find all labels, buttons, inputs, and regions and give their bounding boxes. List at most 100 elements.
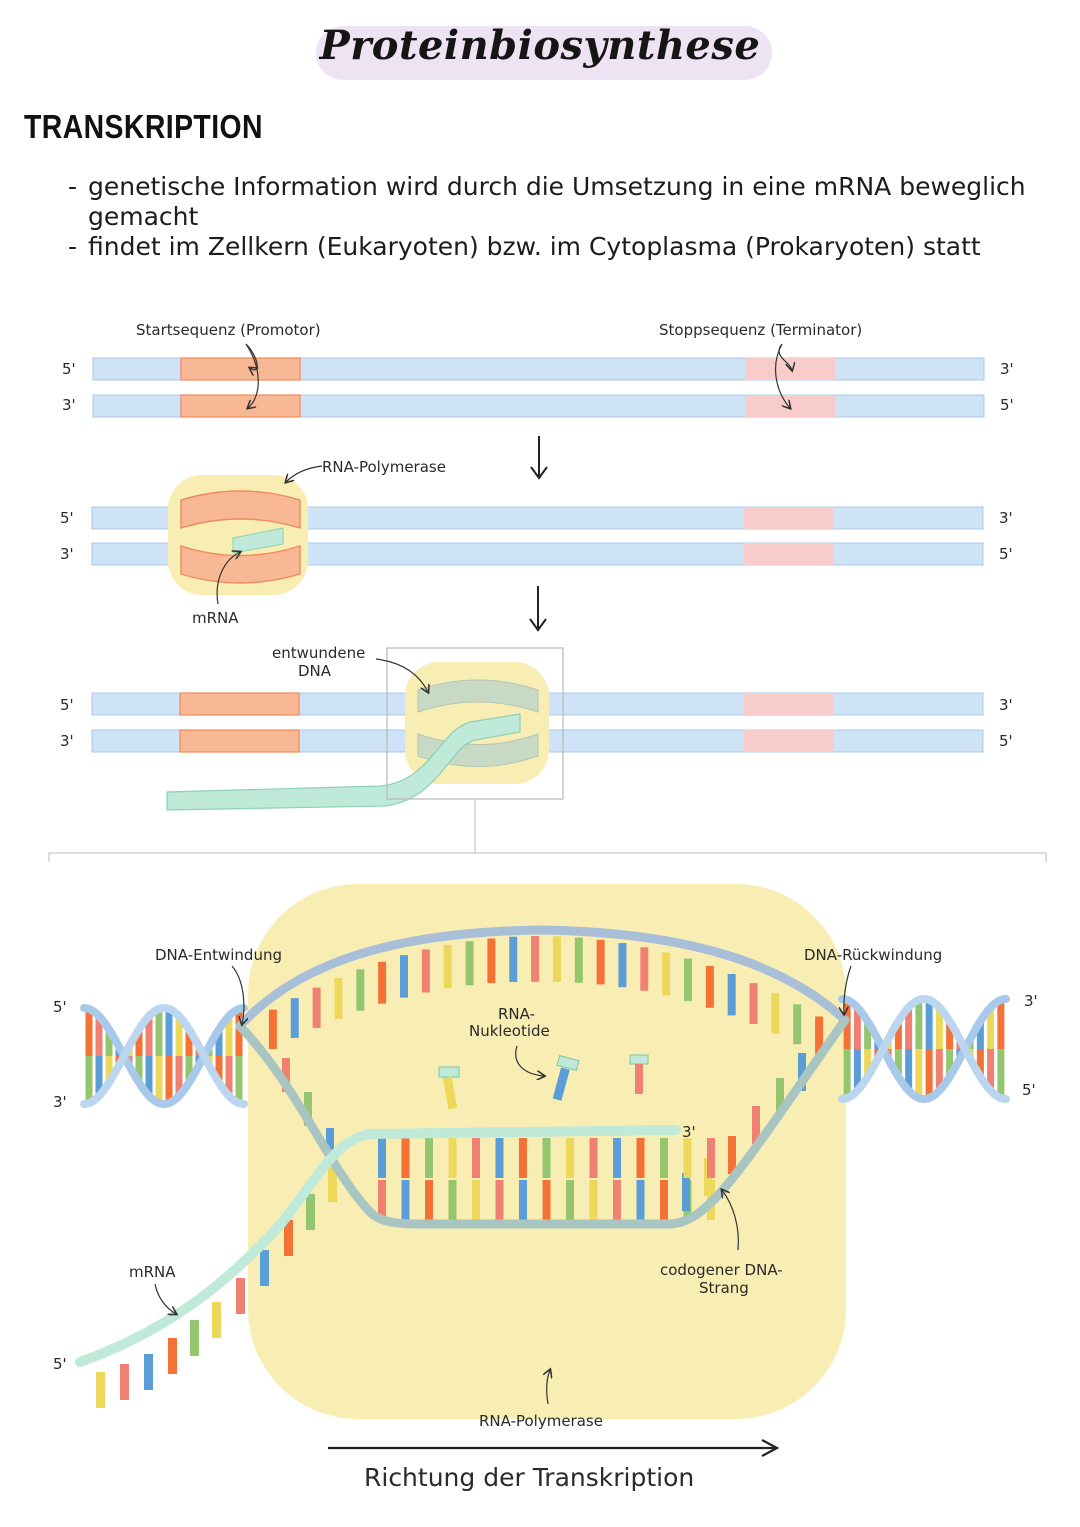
base-pair [235, 1056, 243, 1104]
mrna-base [660, 1138, 668, 1178]
mrna-base [328, 1166, 337, 1202]
zoom-connector [48, 799, 476, 862]
template-base [589, 1180, 598, 1220]
end-3-left: 3' [60, 545, 74, 563]
template-base [542, 1180, 551, 1220]
label-codogener-strang: codogener DNA- [660, 1261, 783, 1279]
label-stoppsequenz: Stoppsequenz (Terminator) [659, 321, 862, 339]
coding-base [793, 1004, 802, 1045]
base-pair [175, 1056, 183, 1096]
base-pair [95, 1016, 103, 1056]
base-pair [894, 1021, 902, 1049]
base-pair [864, 1049, 872, 1077]
mrna-base [144, 1354, 153, 1390]
promotor-bottom [180, 394, 301, 418]
end-3-right: 3' [999, 696, 1013, 714]
base-pair [925, 1049, 933, 1099]
promotor-bottom [179, 729, 300, 753]
template-base [304, 1092, 312, 1126]
free-nucleotide [438, 1066, 460, 1110]
base-pair [997, 1049, 1005, 1099]
template-base [728, 1136, 736, 1174]
base-pair [165, 1008, 173, 1056]
base-pair [976, 1049, 984, 1077]
mrna-base [495, 1138, 504, 1178]
base-pair [946, 1021, 954, 1049]
label-rna-polymerase-detail: RNA-Polymerase [479, 1412, 603, 1430]
label-rna-nukleotide: RNA- [498, 1005, 535, 1023]
base-pair [987, 1007, 995, 1049]
base-pair [935, 1007, 943, 1049]
template-base [282, 1058, 290, 1092]
template-strand-bases [282, 1053, 806, 1220]
mrna-base [168, 1338, 177, 1374]
coding-base [662, 952, 671, 996]
mrna-base [519, 1138, 527, 1178]
helix-backbone [80, 1003, 248, 1108]
coding-base [487, 938, 496, 984]
coding-base [596, 939, 605, 985]
base-pair [905, 1049, 913, 1091]
end-5-left: 5' [62, 360, 76, 378]
base-pair [215, 1056, 223, 1083]
terminator-top [744, 507, 834, 529]
label-rna-nukleotide: Nukleotide [469, 1022, 550, 1040]
mrna-base [120, 1364, 129, 1400]
coding-base [290, 998, 299, 1038]
dna-helix-right [838, 994, 1010, 1104]
coding-base [312, 987, 321, 1028]
mrna-base [284, 1220, 293, 1256]
base-pair [946, 1049, 954, 1077]
label-mrna-detail: mRNA [129, 1263, 176, 1281]
coding-base [465, 941, 474, 986]
mrna-base [425, 1138, 433, 1178]
mrna-base [542, 1138, 551, 1178]
end-3-right: 3' [999, 509, 1013, 527]
coding-base [400, 955, 408, 998]
end-5-mrna: 5' [53, 1355, 67, 1373]
coding-base [727, 973, 736, 1016]
base-pair [175, 1016, 183, 1056]
template-base [401, 1180, 410, 1220]
mrna-base [378, 1138, 386, 1178]
base-pair [976, 1021, 984, 1049]
base-pair [987, 1049, 995, 1091]
bullet-item: findet im Zellkern (Eukaryoten) bzw. im … [68, 232, 1043, 262]
base-pair [135, 1029, 143, 1056]
coding-base [334, 977, 343, 1019]
coding-base [618, 943, 627, 988]
template-base [798, 1053, 806, 1091]
template-base [566, 1180, 574, 1220]
base-pair [135, 1056, 143, 1083]
template-base [495, 1180, 504, 1220]
coding-dna-strand [235, 925, 850, 1031]
mrna-base [190, 1320, 199, 1356]
coding-base [378, 961, 387, 1004]
mrna-base [636, 1138, 645, 1178]
end-3-right: 3' [1024, 992, 1038, 1010]
panel-2-dna: RNA-Polymerase mRNA 5' 3' 3' 5' [60, 458, 1013, 627]
coding-base [705, 965, 714, 1008]
base-pair [145, 1016, 153, 1056]
coding-base [771, 993, 780, 1034]
template-base [776, 1078, 784, 1116]
mrna-base [683, 1138, 692, 1178]
mrna-base [613, 1138, 621, 1178]
base-pair [915, 999, 923, 1049]
base-pair [105, 1056, 113, 1083]
mrna-base [306, 1194, 315, 1230]
promotor-top [180, 357, 301, 381]
mrna-base [236, 1278, 245, 1314]
zoom-connector [475, 852, 1047, 862]
base-pair [853, 1049, 861, 1091]
end-5-right: 5' [999, 732, 1013, 750]
template-base [326, 1128, 334, 1162]
label-dna: DNA [298, 662, 332, 680]
title-highlight [316, 26, 772, 80]
template-base [636, 1180, 645, 1220]
mrna-bases [96, 1138, 715, 1408]
coding-base [356, 969, 365, 1011]
base-pair [905, 1007, 913, 1049]
end-5-right: 5' [1000, 396, 1014, 414]
